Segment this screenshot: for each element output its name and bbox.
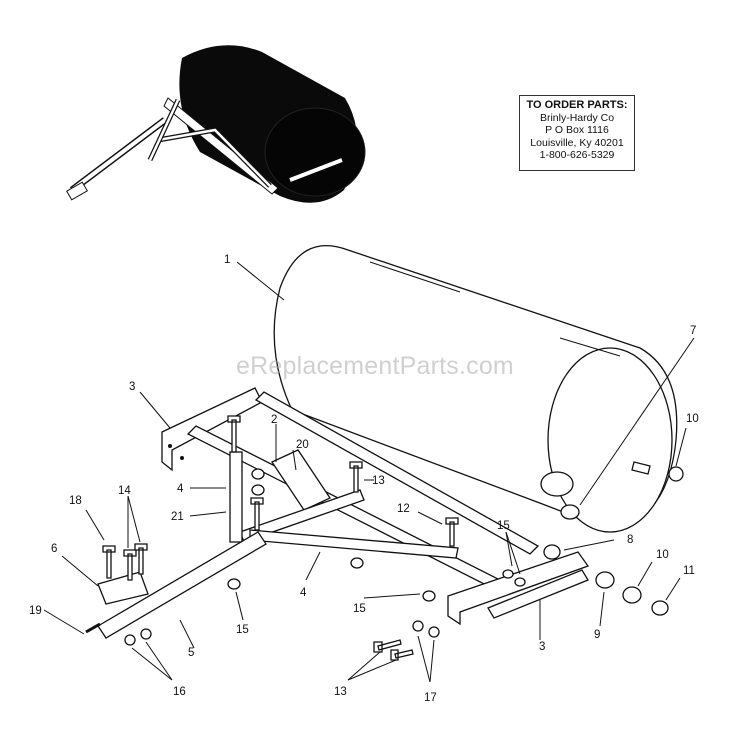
callout-3-upper: 3	[129, 381, 135, 393]
bolts	[85, 415, 459, 661]
drum-part-1	[273, 245, 678, 533]
order-parts-city: Louisville, Ky 40201	[530, 136, 624, 149]
callout-15-right: 15	[497, 520, 510, 532]
hitch-plate-part-6	[97, 571, 149, 605]
order-parts-title: TO ORDER PARTS:	[526, 99, 628, 111]
nuts-and-washers	[124, 466, 684, 646]
callout-15-middle: 15	[353, 603, 366, 615]
callout-2: 2	[271, 414, 277, 426]
frame-bracket-lower	[447, 551, 590, 626]
callout-20: 20	[296, 439, 309, 451]
callout-13-lower: 13	[334, 686, 347, 698]
callout-9: 9	[594, 629, 600, 641]
callout-6: 6	[51, 543, 57, 555]
callout-4-upper: 4	[177, 483, 184, 495]
callout-labels: 1 7 3 2 10 20 13 4 14 18 12 21 15 8 6 10…	[29, 254, 699, 704]
pull-bars-part-4	[239, 489, 459, 559]
callout-18: 18	[69, 495, 82, 507]
callout-13-upper: 13	[372, 475, 385, 487]
order-parts-phone: 1-800-626-5329	[539, 149, 615, 161]
watermark: eReplacementParts.com	[236, 352, 514, 380]
tongue-part-5	[97, 531, 267, 639]
callout-11: 11	[683, 565, 695, 577]
callout-14: 14	[118, 485, 131, 497]
spacer-part-21	[229, 451, 243, 543]
order-parts-company: Brinly-Hardy Co	[539, 111, 615, 124]
assembled-roller-thumbnail	[66, 45, 366, 203]
callout-3-lower: 3	[539, 641, 545, 653]
order-parts-po-box: P O Box 1116	[545, 124, 609, 136]
callout-19: 19	[29, 605, 42, 617]
frame-bracket-upper	[161, 387, 263, 472]
order-parts-box: TO ORDER PARTS: Brinly-Hardy Co P O Box …	[519, 95, 635, 171]
callout-10-upper: 10	[686, 413, 699, 425]
callout-15-left: 15	[236, 624, 249, 636]
callout-16: 16	[173, 686, 186, 698]
callout-10-lower: 10	[656, 549, 669, 561]
callout-7: 7	[690, 325, 696, 337]
callout-5: 5	[188, 647, 194, 659]
callout-21: 21	[171, 511, 184, 523]
callout-8: 8	[627, 534, 633, 546]
callout-17: 17	[424, 692, 437, 704]
callout-4-lower: 4	[300, 587, 307, 599]
plate-part-20	[271, 449, 331, 511]
callout-12: 12	[397, 503, 410, 515]
callout-1: 1	[224, 254, 230, 266]
leader-lines	[43, 261, 695, 683]
